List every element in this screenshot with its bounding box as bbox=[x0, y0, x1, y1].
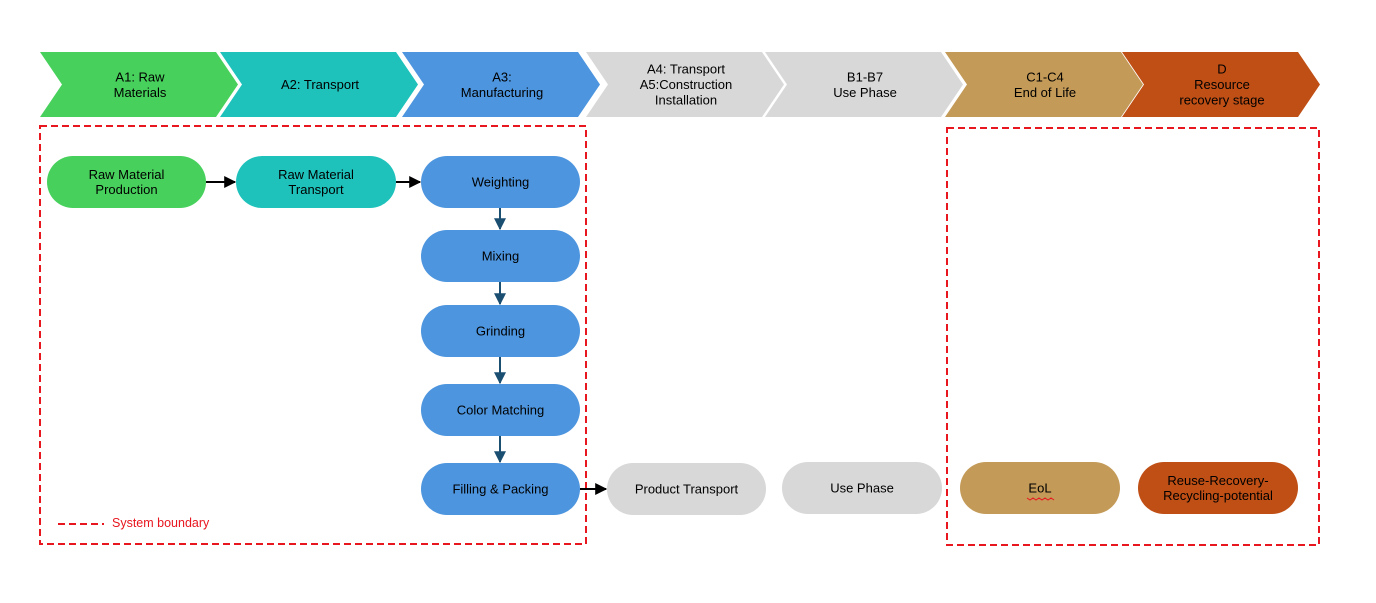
stage-chevron-a3: A3:Manufacturing bbox=[402, 52, 600, 117]
node-label-color-matching: Color Matching bbox=[457, 403, 544, 418]
stage-chevron-shape bbox=[402, 52, 600, 117]
node-shape bbox=[47, 156, 206, 208]
node-label-reuse-recovery-line: Reuse-Recovery- bbox=[1167, 473, 1268, 488]
node-product-transport: Product Transport bbox=[607, 463, 766, 515]
node-label-use-phase-line: Use Phase bbox=[830, 481, 894, 496]
node-label-product-transport-line: Product Transport bbox=[635, 482, 739, 497]
stage-label-a1-line: A1: Raw bbox=[115, 69, 165, 84]
stage-chevron-shape bbox=[765, 52, 963, 117]
node-label-use-phase: Use Phase bbox=[830, 481, 894, 496]
node-label-raw-material-transport-line: Transport bbox=[288, 182, 344, 197]
stage-chevron-shape bbox=[1122, 52, 1320, 117]
node-grinding: Grinding bbox=[421, 305, 580, 357]
node-shape bbox=[607, 463, 766, 515]
node-eol: EoL bbox=[960, 462, 1120, 514]
node-label-color-matching-line: Color Matching bbox=[457, 403, 544, 418]
node-shape bbox=[1138, 462, 1298, 514]
stage-label-a3: A3:Manufacturing bbox=[461, 69, 543, 100]
node-label-reuse-recovery-line: Recycling-potential bbox=[1163, 488, 1273, 503]
stage-label-a4a5-line: A5:Construction bbox=[640, 77, 733, 92]
node-reuse-recovery: Reuse-Recovery-Recycling-potential bbox=[1138, 462, 1298, 514]
stage-chevron-shape bbox=[586, 52, 784, 117]
stage-label-a4a5-line: Installation bbox=[655, 93, 717, 108]
node-weighting: Weighting bbox=[421, 156, 580, 208]
stage-label-d-line: D bbox=[1217, 62, 1226, 77]
node-shape bbox=[421, 463, 580, 515]
node-label-filling-packing-line: Filling & Packing bbox=[452, 482, 548, 497]
stage-label-b-line: Use Phase bbox=[833, 85, 897, 100]
node-label-grinding: Grinding bbox=[476, 324, 525, 339]
system-boundary-layer bbox=[39, 125, 1320, 546]
stage-label-a2: A2: Transport bbox=[281, 77, 359, 92]
legend-label: System boundary bbox=[112, 516, 210, 530]
stage-chevron-shape bbox=[220, 52, 418, 117]
stage-chevron-shape bbox=[40, 52, 238, 117]
stage-chevron-shape bbox=[945, 52, 1143, 117]
stage-label-c-line: C1-C4 bbox=[1026, 69, 1064, 84]
stage-label-a3-line: A3: bbox=[492, 69, 512, 84]
stage-label-c-line: End of Life bbox=[1014, 85, 1076, 100]
node-label-weighting-line: Weighting bbox=[472, 175, 530, 190]
node-shape bbox=[421, 305, 580, 357]
node-label-filling-packing: Filling & Packing bbox=[452, 482, 548, 497]
spellcheck-squiggle bbox=[1026, 497, 1055, 501]
node-use-phase: Use Phase bbox=[782, 462, 942, 514]
node-label-eol-line: EoL bbox=[1028, 481, 1051, 496]
node-shape bbox=[421, 384, 580, 436]
flow-arrows bbox=[206, 176, 608, 495]
node-label-grinding-line: Grinding bbox=[476, 324, 525, 339]
node-filling-packing: Filling & Packing bbox=[421, 463, 580, 515]
node-shape bbox=[421, 156, 580, 208]
stage-label-b-line: B1-B7 bbox=[847, 69, 883, 84]
node-label-weighting: Weighting bbox=[472, 175, 530, 190]
node-mixing: Mixing bbox=[421, 230, 580, 282]
stage-label-a3-line: Manufacturing bbox=[461, 85, 543, 100]
stage-chevron-a2: A2: Transport bbox=[220, 52, 418, 117]
node-label-product-transport: Product Transport bbox=[635, 482, 739, 497]
node-label-raw-material-production-line: Production bbox=[95, 182, 157, 197]
stage-label-a1-line: Materials bbox=[114, 85, 167, 100]
node-label-raw-material-production-line: Raw Material bbox=[89, 167, 165, 182]
stage-label-d-line: recovery stage bbox=[1179, 93, 1264, 108]
node-shape bbox=[960, 462, 1120, 514]
stage-label-a2-line: A2: Transport bbox=[281, 77, 359, 92]
stage-label-d-line: Resource bbox=[1194, 77, 1250, 92]
node-label-mixing: Mixing bbox=[482, 249, 520, 264]
system-boundary-right bbox=[946, 127, 1320, 546]
legend: System boundary bbox=[58, 516, 210, 530]
system-boundary-left bbox=[39, 125, 587, 545]
stage-label-a4a5-line: A4: Transport bbox=[647, 62, 725, 77]
node-shape bbox=[421, 230, 580, 282]
node-label-reuse-recovery: Reuse-Recovery-Recycling-potential bbox=[1163, 473, 1273, 503]
node-label-eol: EoL bbox=[1028, 481, 1051, 496]
node-label-mixing-line: Mixing bbox=[482, 249, 520, 264]
node-shape bbox=[236, 156, 396, 208]
node-label-raw-material-transport-line: Raw Material bbox=[278, 167, 354, 182]
node-color-matching: Color Matching bbox=[421, 384, 580, 436]
node-shape bbox=[782, 462, 942, 514]
